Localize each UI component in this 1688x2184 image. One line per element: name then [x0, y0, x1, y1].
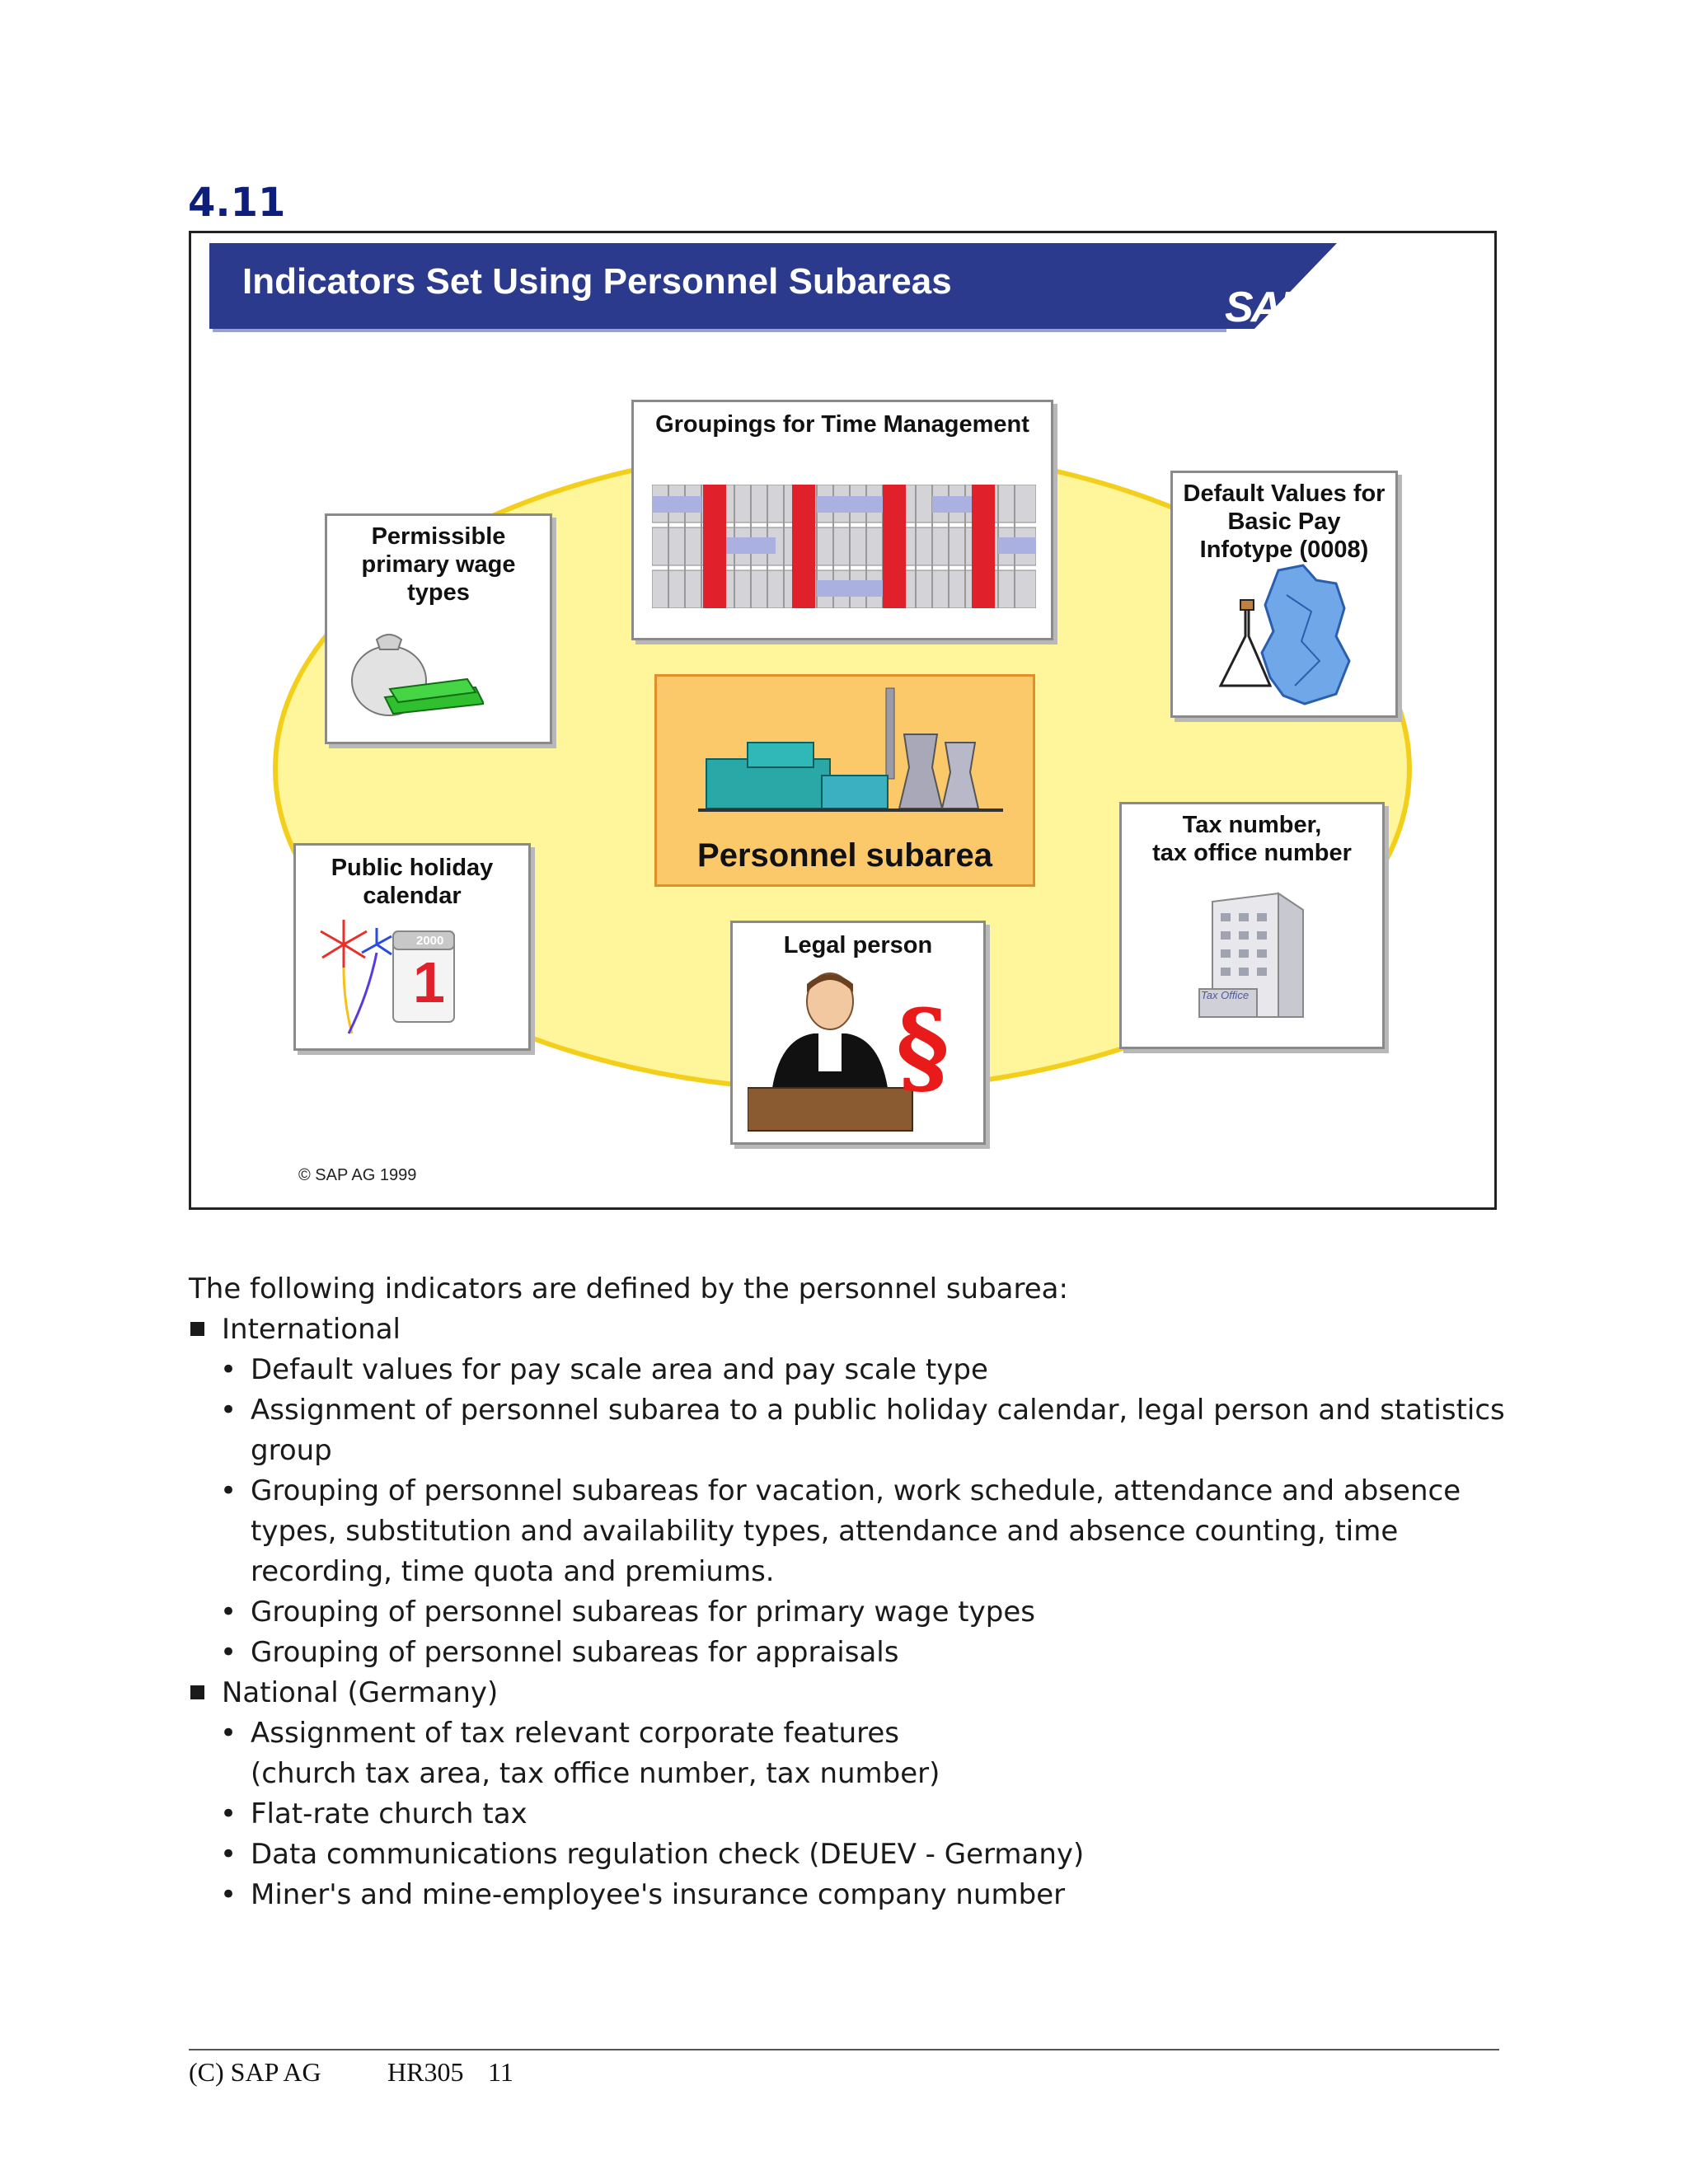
sap-logo-text: SAP — [1225, 284, 1308, 331]
list-item-text: Grouping of personnel subareas for prima… — [251, 1596, 1035, 1629]
square-bullet-icon — [190, 1322, 204, 1336]
bullet-icon: • — [220, 1797, 237, 1830]
sap-logo-shape — [1221, 243, 1337, 329]
tax-office-building-icon — [1198, 892, 1304, 1018]
judge-icon — [748, 972, 913, 1132]
list-item-text: Grouping of personnel subareas for appra… — [251, 1636, 899, 1669]
list-item: • Grouping of personnel subareas for prim… — [189, 1592, 1507, 1633]
list-item: • Grouping of personnel subareas for vaca… — [189, 1471, 1507, 1592]
bullet-icon: • — [220, 1353, 237, 1386]
bullet-icon: • — [220, 1717, 237, 1750]
list-item: • Data communications regulation check (D… — [189, 1835, 1507, 1875]
slide-figure: Indicators Set Using Personnel Subareas … — [189, 231, 1497, 1210]
list-item-text: Flat-rate church tax — [251, 1797, 528, 1830]
paragraph-sign: § — [896, 987, 950, 1107]
section-national: National (Germany) — [189, 1673, 1507, 1713]
bullet-icon: • — [220, 1636, 237, 1669]
section-heading: National (Germany) — [222, 1676, 499, 1709]
body-intro: The following indicators are defined by … — [189, 1272, 1068, 1305]
wage-types-label: Permissible primary wage types — [361, 523, 516, 606]
money-bag-icon — [351, 634, 484, 716]
square-bullet-icon — [190, 1685, 204, 1699]
body-text: The following indicators are defined by … — [189, 1269, 1507, 1915]
sap-logo: SAP — [1221, 243, 1337, 331]
slide-copyright: © SAP AG 1999 — [298, 1166, 417, 1184]
germany-map-flask-icon — [1218, 564, 1351, 705]
power-plant-icon — [698, 687, 1003, 812]
footer-page-number: 11 — [488, 2057, 513, 2087]
calendar-year: 2000 — [416, 934, 444, 948]
list-item: • Assignment of personnel subarea to a pu… — [189, 1390, 1507, 1471]
bullet-icon: • — [220, 1596, 237, 1629]
section-international: International — [189, 1310, 1507, 1350]
list-item: • Default values for pay scale area and p… — [189, 1350, 1507, 1390]
list-item: • Miner's and mine-employee's insurance c… — [189, 1875, 1507, 1915]
personnel-subarea-label: Personnel subarea — [697, 837, 992, 874]
bullet-icon: • — [220, 1838, 237, 1871]
slide-title-bar: Indicators Set Using Personnel Subareas — [209, 243, 1223, 329]
tax-number-label: Tax number, tax office number — [1152, 812, 1352, 866]
list-item: • Grouping of personnel subareas for appr… — [189, 1633, 1507, 1673]
bullet-icon: • — [220, 1878, 237, 1911]
default-values-label: Default Values for Basic Pay Infotype (0… — [1183, 480, 1386, 563]
calendar-grid-icon — [652, 485, 1036, 608]
bullet-icon: • — [220, 1474, 237, 1507]
slide-title: Indicators Set Using Personnel Subareas — [242, 261, 952, 302]
legal-person-label: Legal person — [783, 932, 933, 958]
list-item-text: Grouping of personnel subareas for vacat… — [251, 1474, 1461, 1588]
tax-office-sign: Tax Office — [1201, 989, 1250, 1001]
fireworks-calendar-icon — [320, 920, 455, 1034]
personnel-subarea-box: Personnel subarea — [654, 674, 1035, 887]
tax-number-box: Tax number, tax office number Tax Office — [1119, 802, 1385, 1049]
holiday-calendar-label: Public holiday calendar — [331, 855, 494, 909]
footer-left: (C) SAP AG — [189, 2057, 321, 2087]
legal-person-box: Legal person § — [730, 921, 986, 1145]
footer-course: HR305 — [387, 2057, 464, 2087]
default-values-box: Default Values for Basic Pay Infotype (0… — [1170, 471, 1398, 718]
bullet-icon: • — [220, 1394, 237, 1427]
list-item-text: Assignment of tax relevant corporate fea… — [251, 1717, 940, 1790]
footer-divider — [189, 2049, 1499, 2050]
list-item-text: Default values for pay scale area and pa… — [251, 1353, 988, 1386]
holiday-calendar-box: Public holiday calendar 2000 1 — [293, 843, 531, 1051]
calendar-day: 1 — [413, 950, 445, 1015]
time-management-label: Groupings for Time Management — [655, 411, 1029, 438]
wage-types-box: Permissible primary wage types — [325, 513, 552, 744]
list-item-text: Data communications regulation check (DE… — [251, 1838, 1085, 1871]
list-item-text: Miner's and mine-employee's insurance co… — [251, 1878, 1066, 1911]
list-item-text: Assignment of personnel subarea to a pub… — [251, 1394, 1505, 1467]
section-number: 4.11 — [188, 180, 286, 226]
list-item: • Flat-rate church tax — [189, 1794, 1507, 1835]
section-heading: International — [222, 1313, 401, 1346]
time-management-box: Groupings for Time Management — [631, 400, 1053, 640]
list-item: • Assignment of tax relevant corporate fe… — [189, 1713, 1507, 1794]
